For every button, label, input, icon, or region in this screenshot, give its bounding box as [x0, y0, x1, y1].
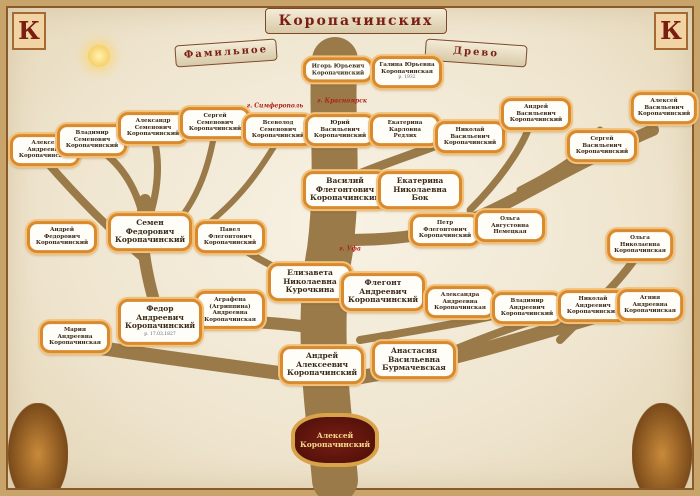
person-name: Андрей Васильевич Коропачинский — [509, 104, 563, 124]
monogram-right: К — [654, 12, 688, 50]
person-card: Семен Федорович Коропачинский — [108, 213, 192, 251]
griffin-statue-left — [8, 403, 68, 488]
person-name: Федор Андреевич Коропачинский — [125, 303, 196, 330]
person-name: Юрий Васильевич Коропачинский — [313, 120, 367, 140]
person-name: Сергей Семенович Коропачинский — [188, 113, 242, 133]
person-name: Галина Юрьевна Коропачинская — [379, 62, 435, 75]
city-label: г. Красноярск — [317, 97, 367, 105]
person-name: Ольга Николаевна Коропачинская — [614, 235, 666, 255]
person-card: Александра Андреевна Коропачинская — [425, 286, 495, 318]
person-card: Сергей Семенович Коропачинский — [180, 107, 250, 139]
person-name: Александра Андреевна Коропачинская — [434, 292, 486, 312]
person-card: Екатерина Николаевна Бок — [378, 171, 462, 209]
person-name: Ольга Августовна Немецкая — [491, 216, 529, 236]
person-name: Мария Андреевна Коропачинская — [49, 327, 101, 347]
person-card: Флегонт Андреевич Коропачинский — [341, 273, 425, 311]
root-cartouche: Алексей Коропачинский — [291, 413, 379, 467]
person-name: Павел Флегонтович Коропачинский — [203, 227, 257, 247]
person-card: Василий Флегонтович Коропачинский — [303, 171, 387, 209]
person-name: Алексей Васильевич Коропачинский — [637, 98, 691, 118]
person-card: Александр Семенович Коропачинский — [118, 112, 188, 144]
person-name: Аграфена (Агриппина) Андреевна Коропачин… — [204, 296, 256, 323]
person-name: Владимир Андреевич Коропачинский — [500, 298, 554, 318]
city-label: г. Уфа — [339, 245, 361, 253]
person-card: Екатерина Карловна Редлих — [370, 114, 440, 146]
person-name: Василий Флегонтович Коропачинский — [310, 176, 381, 203]
person-card: Владимир Андреевич Коропачинский — [492, 292, 562, 324]
person-card: Павел Флегонтович Коропачинский — [195, 221, 265, 253]
person-name: Николай Андреевич Коропачинский — [566, 296, 620, 316]
person-name: Елизавета Николаевна Курочкина — [283, 268, 337, 295]
person-name: Андрей Федорович Коропачинский — [35, 227, 89, 247]
person-name: Александр Семенович Коропачинский — [126, 118, 180, 138]
person-card: Мария Андреевна Коропачинская — [40, 321, 110, 353]
sun-icon — [88, 45, 110, 67]
person-card: Андрей Федорович Коропачинский — [27, 221, 97, 253]
banner-title: Коропачинских — [265, 8, 447, 34]
person-card: Юрий Васильевич Коропачинский — [305, 114, 375, 146]
person-date: р. 17.03.1827 — [144, 331, 176, 337]
person-name: Петр Флегонтович Коропачинский — [418, 220, 472, 240]
person-card: Петр Флегонтович Коропачинский — [410, 214, 480, 246]
person-card: Аграфена (Агриппина) Андреевна Коропачин… — [195, 290, 265, 330]
person-name: Анастасия Васильевна Бурмачевская — [382, 346, 446, 373]
person-card: Всеволод Семенович Коропачинский — [243, 114, 313, 146]
city-label: г. Симферополь — [246, 102, 304, 110]
griffin-statue-right — [632, 403, 692, 488]
person-card: Сергей Васильевич Коропачинский — [567, 130, 637, 162]
person-card: Ольга Николаевна Коропачинская — [607, 229, 673, 261]
person-card: Андрей Алексеевич Коропачинский — [280, 346, 364, 384]
person-card: Игорь Юрьевич Коропачинский — [303, 57, 373, 83]
person-card: Андрей Васильевич Коропачинский — [501, 98, 571, 130]
person-name: Андрей Алексеевич Коропачинский — [287, 351, 358, 378]
person-name: Алексей Андреевич Коропачинский — [18, 140, 72, 160]
person-card: Николай Васильевич Коропачинский — [435, 121, 505, 153]
person-card: Ольга Августовна Немецкая — [475, 210, 545, 242]
person-name: Всеволод Семенович Коропачинский — [251, 120, 305, 140]
person-name: Семен Федорович Коропачинский — [115, 218, 186, 245]
person-card: Елизавета Николаевна Курочкина — [268, 263, 352, 301]
person-name: Игорь Юрьевич Коропачинский — [311, 63, 365, 76]
person-card: Владимир Семенович Коропачинский — [57, 124, 127, 156]
person-date: р. 1932 — [398, 75, 416, 81]
person-name: Владимир Семенович Коропачинский — [65, 130, 119, 150]
monogram-left: К — [12, 12, 46, 50]
person-name: Агния Андреевна Коропачинская — [624, 295, 676, 315]
person-card: Агния Андреевна Коропачинская — [617, 289, 683, 321]
person-name: Екатерина Николаевна Бок — [393, 176, 447, 203]
person-name: Екатерина Карловна Редлих — [387, 120, 423, 140]
person-card: Николай Андреевич Коропачинский — [558, 290, 628, 322]
person-name: Флегонт Андреевич Коропачинский — [348, 278, 419, 305]
person-card: Алексей Васильевич Коропачинский — [630, 92, 698, 124]
person-name: Сергей Васильевич Коропачинский — [575, 136, 629, 156]
person-name: Николай Васильевич Коропачинский — [443, 127, 497, 147]
person-card: Анастасия Васильевна Бурмачевская — [372, 341, 456, 379]
